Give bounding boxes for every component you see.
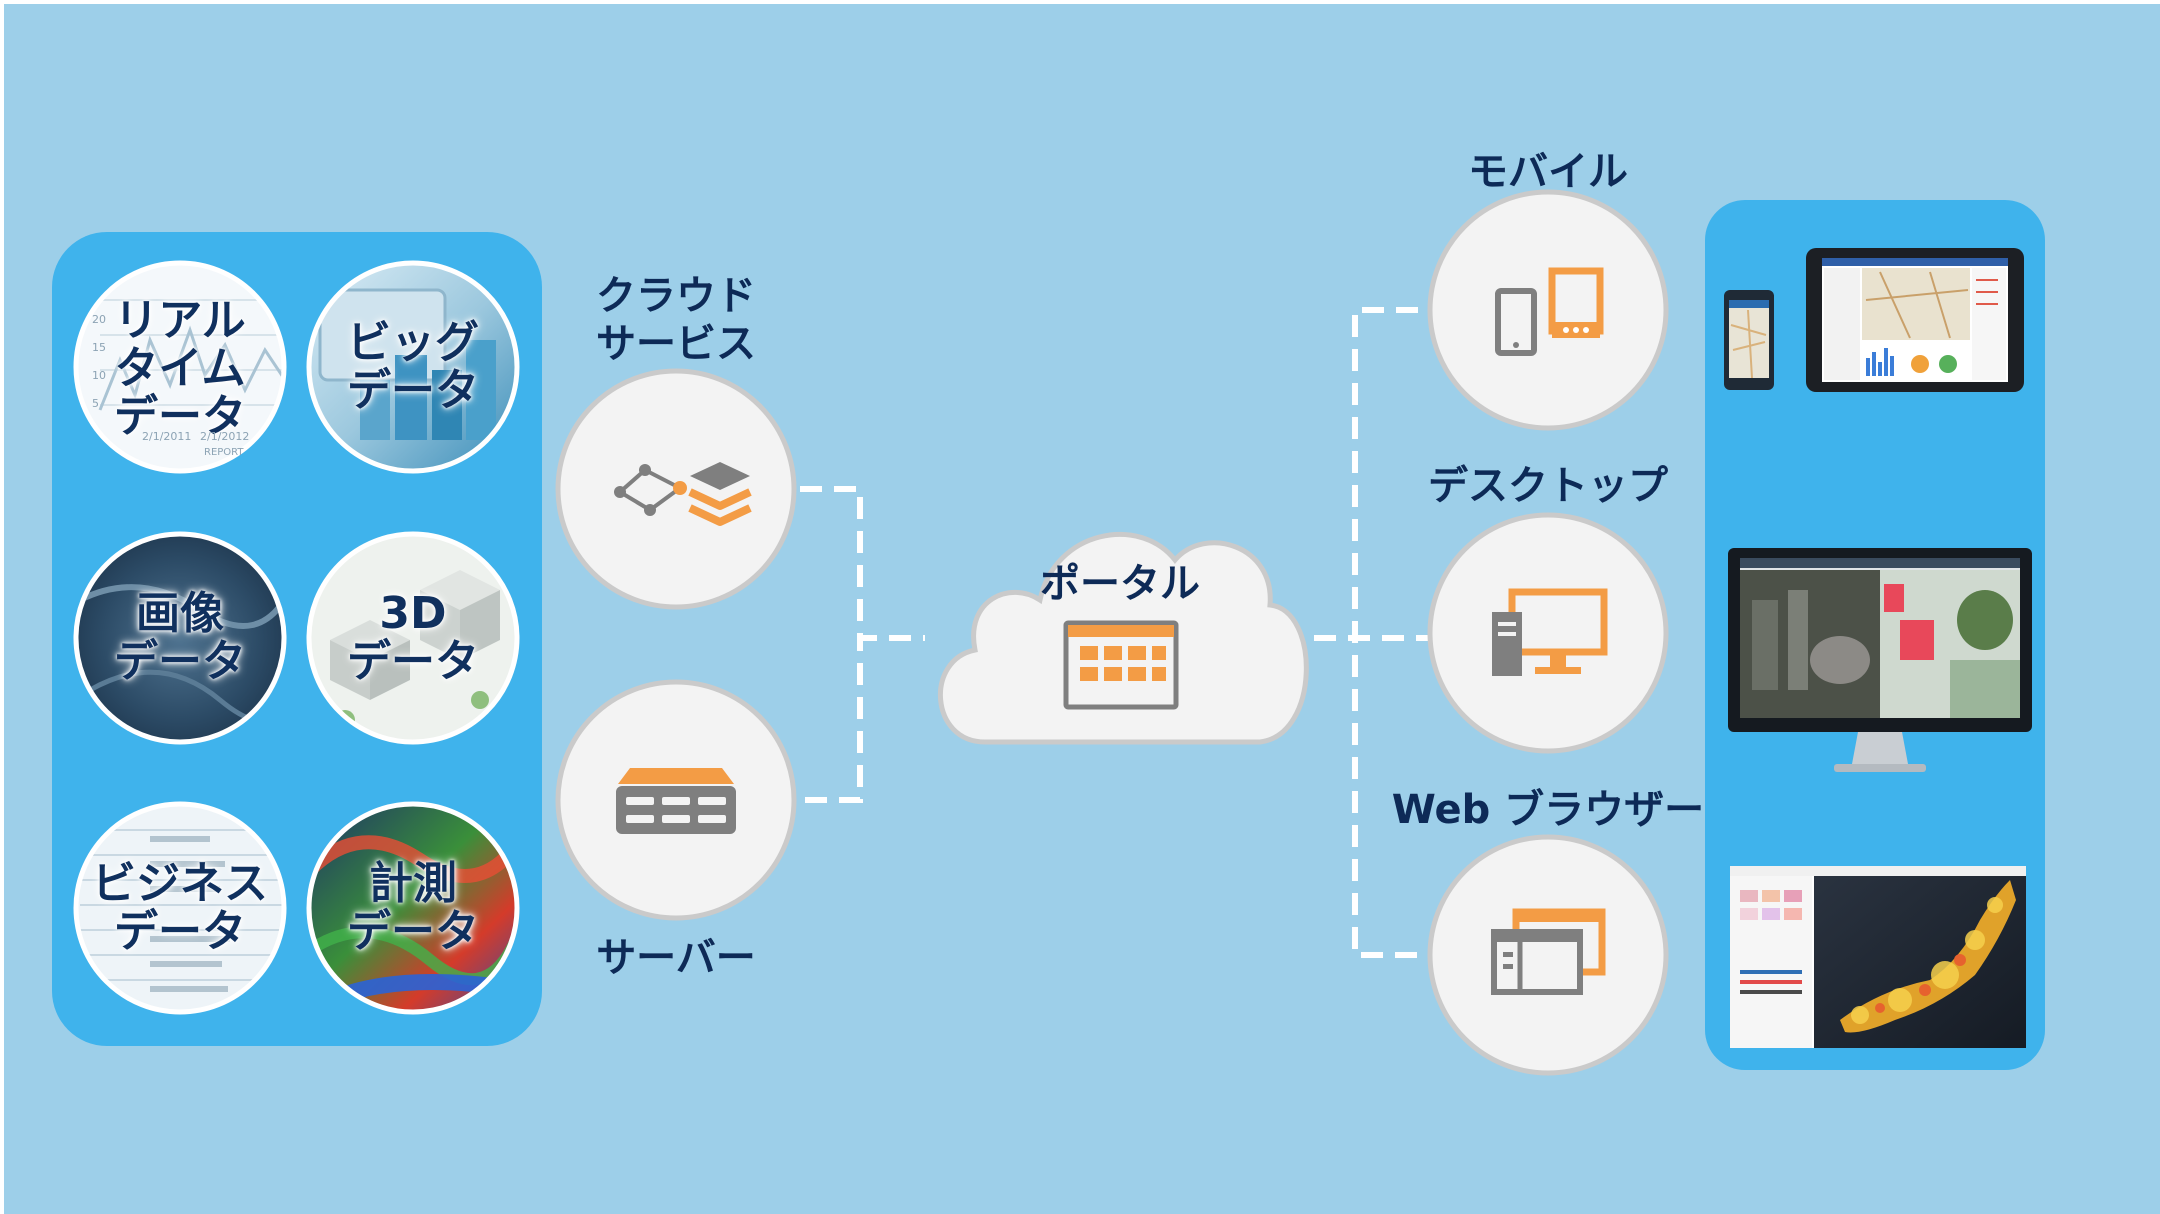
realtime-data-label: リアル タイム データ xyxy=(100,297,260,441)
cloud-service-label: クラウド サービス xyxy=(576,272,776,368)
ytick-10: 10 xyxy=(92,369,106,382)
phone-screenshot xyxy=(1724,290,1774,390)
desktop-label: デスクトップ xyxy=(1428,463,1668,509)
cloud-service-circle xyxy=(555,368,797,610)
threed-data-circle xyxy=(306,531,520,745)
ytick-5: 5 xyxy=(92,397,99,410)
cloud-service-label-line1: クラウド xyxy=(596,273,756,319)
portal-label: ポータル xyxy=(1040,561,1200,607)
connector-lines xyxy=(800,307,1430,958)
cloud-service-label-line2: サービス xyxy=(596,321,756,367)
realtime-label-line3: データ xyxy=(114,391,246,442)
business-data-label: ビジネス データ xyxy=(90,860,270,956)
ytick-20: 20 xyxy=(92,313,106,326)
survey-label-line2: データ xyxy=(347,906,479,957)
ytick-15: 15 xyxy=(92,341,106,354)
portal-grid-icon xyxy=(1063,620,1179,710)
realtime-chart-xtick-2: 2/1/2012 xyxy=(200,430,250,443)
mobile-label: モバイル xyxy=(1468,149,1628,195)
realtime-data-circle xyxy=(73,260,287,474)
survey-data-label: 計測 データ xyxy=(333,860,493,956)
realtime-chart-report: REPORT xyxy=(204,447,244,458)
server-circle xyxy=(555,679,797,921)
bigdata-label-line1: ビッグ xyxy=(347,317,479,368)
bigdata-label-line2: データ xyxy=(347,365,479,416)
realtime-label-line2: タイム xyxy=(114,343,246,394)
server-rack-icon xyxy=(616,768,736,834)
mobile-devices-icon xyxy=(1495,267,1604,356)
web-map-screenshot xyxy=(1730,866,2026,1048)
web-browser-label: Web ブラウザー xyxy=(1391,787,1705,833)
browser-windows-icon xyxy=(1491,908,1606,995)
threed-data-label: 3D データ xyxy=(333,590,493,686)
layers-network-icon xyxy=(614,462,752,526)
business-data-circle xyxy=(73,801,287,1015)
image-label-line1: 画像 xyxy=(136,588,224,639)
tablet-screenshot xyxy=(1806,248,2024,392)
realtime-chart-yticks: 20 15 10 5 xyxy=(92,306,106,418)
server-label: サーバー xyxy=(596,935,756,981)
business-label-line2: データ xyxy=(114,906,246,957)
web-browser-circle xyxy=(1427,834,1669,1076)
realtime-label-line1: リアル xyxy=(114,295,246,346)
realtime-chart-xtick-1: 2/1/2011 xyxy=(142,430,192,443)
portal-cloud xyxy=(938,531,1309,745)
threed-label-line1: 3D xyxy=(379,588,447,639)
survey-label-line1: 計測 xyxy=(369,858,457,909)
threed-label-line2: データ xyxy=(347,636,479,687)
image-data-label: 画像 データ xyxy=(100,590,260,686)
image-data-circle xyxy=(73,531,287,745)
image-label-line2: データ xyxy=(114,636,246,687)
bigdata-circle xyxy=(306,260,520,474)
desktop-circle xyxy=(1427,512,1669,754)
mobile-circle xyxy=(1427,189,1669,431)
survey-data-circle xyxy=(306,801,520,1015)
business-label-line1: ビジネス xyxy=(92,858,268,909)
bigdata-label: ビッグ データ xyxy=(333,319,493,415)
desktop-computer-icon xyxy=(1492,588,1608,676)
monitor-screenshot xyxy=(1728,548,2032,772)
